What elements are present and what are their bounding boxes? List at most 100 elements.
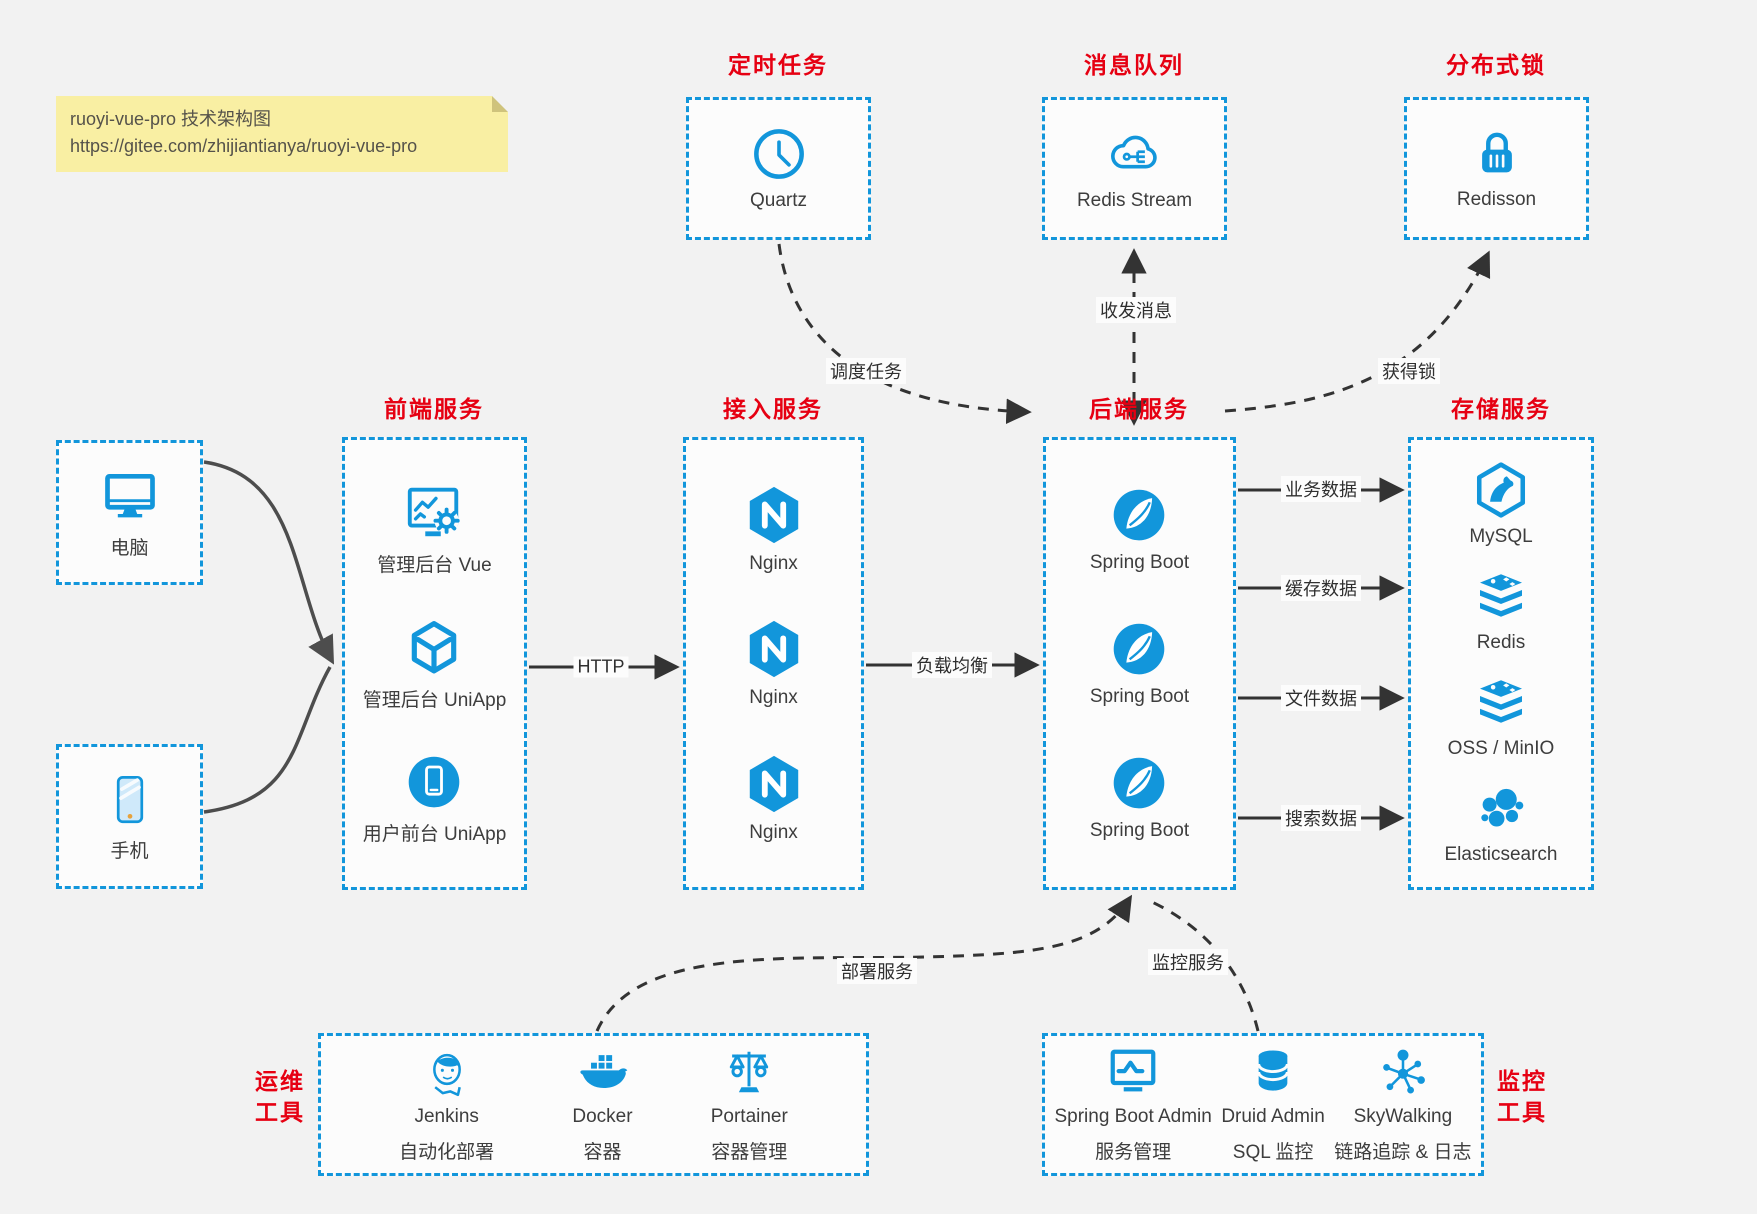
edge-label-send-receive: 收发消息 — [1096, 297, 1176, 323]
scheduled-task-box: Quartz — [686, 97, 871, 240]
druid-admin-label: Druid Admin — [1221, 1106, 1325, 1127]
portainer-icon — [730, 1051, 769, 1093]
phone-icon — [116, 775, 143, 823]
spring-boot-label-1: Spring Boot — [1089, 552, 1190, 573]
arrow-phone-to-frontend — [203, 666, 332, 814]
title-backend-service: 后端服务 — [1089, 396, 1189, 422]
nginx-label-1: Nginx — [749, 552, 798, 574]
spring-icon — [1114, 489, 1165, 541]
title-ops-tools: 运维 工具 — [255, 1068, 305, 1125]
pc-client-box: 电脑 — [56, 440, 203, 585]
edge-label-monitor: 监控服务 — [1148, 949, 1228, 975]
docker-node: Docker 容器 — [572, 1045, 633, 1164]
title-gateway-service: 接入服务 — [723, 396, 823, 422]
edge-label-deploy: 部署服务 — [837, 958, 917, 984]
edge-label-load-balance: 负载均衡 — [912, 652, 992, 678]
nginx-label-3: Nginx — [749, 821, 798, 843]
quartz-node: Quartz — [750, 125, 808, 212]
spring-boot-node-2: Spring Boot — [1090, 619, 1189, 708]
skywalking-label: SkyWalking — [1353, 1106, 1453, 1127]
skywalking-icon — [1383, 1049, 1425, 1094]
edge-label-schedule-job: 调度任务 — [826, 358, 906, 384]
redis-stack-icon — [1480, 574, 1522, 617]
jenkins-icon — [432, 1053, 461, 1097]
druid-admin-node: Druid Admin SQL 监控 — [1221, 1045, 1325, 1164]
portainer-node: Portainer 容器管理 — [711, 1045, 788, 1164]
message-queue-box: Redis Stream — [1042, 97, 1227, 240]
clock-icon — [753, 129, 804, 179]
title-distributed-lock: 分布式锁 — [1446, 52, 1546, 78]
nginx-label-2: Nginx — [749, 687, 798, 708]
phone-label: 手机 — [110, 840, 149, 862]
admin-vue-label: 管理后台 Vue — [377, 554, 492, 576]
lock-icon — [1481, 132, 1512, 173]
mysql-label: MySQL — [1469, 526, 1533, 547]
title-frontend-service: 前端服务 — [384, 396, 484, 422]
spring-boot-node-1: Spring Boot — [1090, 485, 1189, 574]
spring-boot-admin-desc: 服务管理 — [1095, 1142, 1172, 1163]
edge-label-business-data: 业务数据 — [1281, 476, 1361, 502]
docker-label: Docker — [572, 1106, 633, 1127]
sticky-note: ruoyi-vue-pro 技术架构图 https://gitee.com/zh… — [56, 96, 508, 172]
ops-tools-box: Jenkins 自动化部署 Docker 容器 — [318, 1033, 869, 1176]
title-scheduled-task: 定时任务 — [728, 52, 828, 78]
mysql-icon — [1476, 462, 1525, 518]
spring-boot-admin-icon — [1110, 1049, 1156, 1092]
docker-desc: 容器 — [583, 1142, 622, 1163]
spring-icon — [1114, 757, 1165, 809]
oss-minio-node: OSS / MinIO — [1448, 675, 1554, 760]
title-storage-service: 存储服务 — [1451, 396, 1551, 422]
nginx-node-1: Nginx — [743, 484, 805, 575]
redis-stream-node: Redis Stream — [1077, 125, 1192, 212]
phone-node: 手机 — [101, 771, 159, 863]
user-uniapp-node: 用户前台 UniApp — [362, 752, 507, 846]
docker-icon — [580, 1055, 628, 1089]
storage-service-box: MySQL Redis — [1408, 437, 1594, 890]
skywalking-node: SkyWalking 链路追踪 & 日志 — [1334, 1045, 1472, 1164]
admin-vue-icon — [408, 487, 461, 536]
skywalking-desc: 链路追踪 & 日志 — [1334, 1142, 1472, 1163]
storage-stack-icon — [1479, 680, 1522, 723]
edge-label-cache-data: 缓存数据 — [1281, 575, 1361, 601]
elasticsearch-icon — [1481, 788, 1524, 827]
jenkins-label: Jenkins — [414, 1106, 479, 1127]
jenkins-node: Jenkins 自动化部署 — [399, 1045, 494, 1164]
arrow-acquire-lock — [1224, 250, 1491, 413]
cloud-stream-icon — [1111, 135, 1158, 169]
edge-label-search-data: 搜索数据 — [1281, 805, 1361, 831]
arrow-pc-to-frontend — [203, 460, 335, 665]
backend-service-box: Spring Boot Spring Boot Spring Boot — [1043, 437, 1236, 890]
title-monitoring-tools: 监控 工具 — [1497, 1068, 1547, 1125]
phone-client-box: 手机 — [56, 744, 203, 889]
edge-label-file-data: 文件数据 — [1281, 685, 1361, 711]
note-url: https://gitee.com/zhijiantianya/ruoyi-vu… — [70, 136, 418, 156]
spring-boot-label-3: Spring Boot — [1089, 820, 1190, 841]
nginx-node-3: Nginx — [743, 753, 805, 844]
title-message-queue: 消息队列 — [1084, 52, 1184, 78]
user-app-icon — [409, 756, 460, 808]
redis-label: Redis — [1476, 632, 1526, 653]
spring-boot-admin-node: Spring Boot Admin 服务管理 — [1054, 1045, 1212, 1164]
nginx-icon — [749, 755, 798, 812]
spring-icon — [1114, 623, 1165, 675]
edge-label-acquire-lock: 获得锁 — [1378, 358, 1440, 384]
spring-boot-label-2: Spring Boot — [1089, 686, 1190, 707]
admin-uniapp-node: 管理后台 UniApp — [363, 618, 506, 712]
pc-node: 电脑 — [98, 466, 162, 560]
user-uniapp-label: 用户前台 UniApp — [362, 824, 507, 846]
frontend-service-box: 管理后台 Vue 管理后台 UniApp 用户前台 UniApp — [342, 437, 527, 890]
redis-node: Redis — [1473, 569, 1529, 654]
edge-label-http: HTTP — [573, 656, 629, 678]
spring-boot-node-3: Spring Boot — [1090, 753, 1189, 842]
redis-stream-label: Redis Stream — [1076, 190, 1193, 211]
arrow-schedule-job — [777, 243, 1032, 424]
redisson-node: Redisson — [1457, 126, 1536, 211]
spring-boot-admin-label: Spring Boot Admin — [1054, 1106, 1212, 1127]
desktop-icon — [104, 473, 155, 517]
portainer-desc: 容器管理 — [711, 1142, 788, 1163]
portainer-label: Portainer — [710, 1106, 788, 1127]
elasticsearch-node: Elasticsearch — [1445, 781, 1558, 866]
jenkins-desc: 自动化部署 — [399, 1142, 495, 1163]
note-title: ruoyi-vue-pro 技术架构图 — [70, 109, 272, 129]
